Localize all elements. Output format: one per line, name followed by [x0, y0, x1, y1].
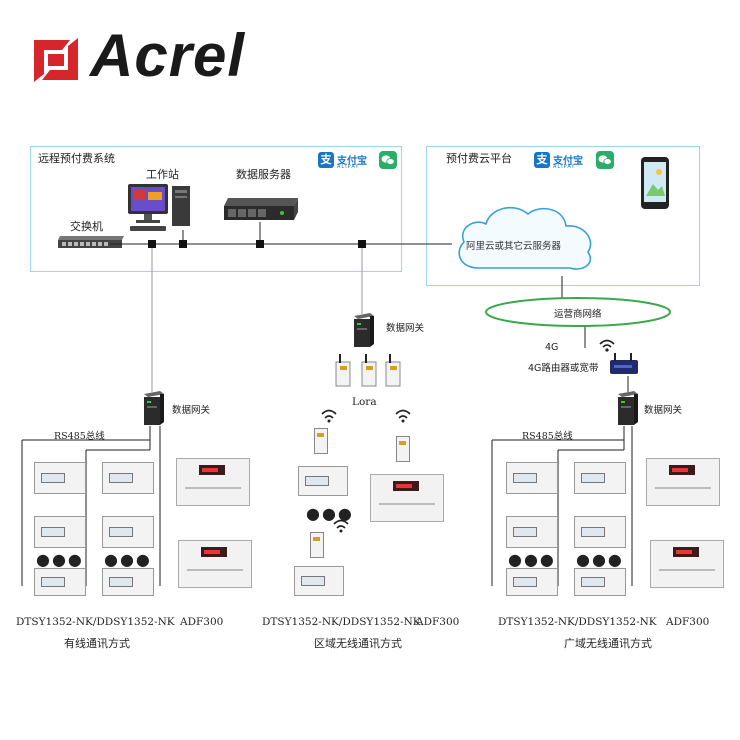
alipay-text: 支付宝: [337, 156, 367, 167]
rs485-label-left: RS485总线: [54, 431, 105, 442]
data-server-label: 数据服务器: [236, 168, 291, 181]
adf300-cabinet: [178, 540, 252, 588]
alipay-logo-right: 支 支付宝 ALIPAY: [534, 150, 594, 174]
data-server-icon: [224, 198, 298, 220]
meter-group-right-a: ●●●: [506, 462, 558, 596]
cabinet-label-left: ADF300: [180, 616, 224, 628]
meter-device: [574, 516, 626, 548]
wechat-pay-icon: [379, 151, 397, 169]
cabinet-label-middle: ADF300: [416, 616, 460, 628]
meter-device: [102, 516, 154, 548]
meter-device: [102, 568, 154, 596]
adf300-cabinet: [370, 474, 444, 522]
workstation-label: 工作站: [146, 168, 179, 181]
mode-label-local-wireless: 区域无线通讯方式: [314, 637, 402, 650]
adf300-cabinet: [176, 458, 250, 506]
wireless-module: [314, 428, 328, 454]
ellipsis-dots: ●●●: [508, 550, 556, 569]
meter-models-right: DTSY1352-NK/DDSY1352-NK: [498, 616, 657, 628]
meter-device: [574, 568, 626, 596]
meter-device: [506, 462, 558, 494]
acrel-logo: Acrel: [30, 26, 280, 86]
meter-group-left-b: ●●●: [102, 462, 154, 596]
wireless-module: [396, 436, 410, 462]
carrier-ring: [485, 297, 671, 327]
4g-label: 4G: [545, 342, 559, 353]
cabinet-label-right: ADF300: [666, 616, 710, 628]
alipay-icon: 支: [318, 152, 334, 168]
ellipsis-dots: ●●●: [576, 550, 624, 569]
ellipsis-dots: ●●●: [36, 550, 84, 569]
lora-label: Lora: [352, 396, 377, 408]
meter-device: [34, 516, 86, 548]
mode-label-wired: 有线通讯方式: [64, 637, 130, 650]
meter-device: [34, 568, 86, 596]
meter-device: [102, 462, 154, 494]
meter-device: [298, 466, 348, 496]
prepaid-cloud-title: 预付费云平台: [446, 152, 512, 165]
gateway-label-lora: 数据网关: [386, 323, 425, 334]
meter-device: [574, 462, 626, 494]
wifi-icon: [599, 339, 615, 352]
tablet-icon: [641, 157, 669, 209]
wireless-module: [310, 532, 324, 558]
meter-device: [506, 568, 558, 596]
switch-icon: [58, 236, 124, 248]
switch-label: 交换机: [70, 220, 103, 233]
cloud-server-label: 阿里云或其它云服务器: [466, 241, 562, 252]
rs485-label-right: RS485总线: [522, 431, 573, 442]
meter-device: [294, 566, 344, 596]
meter-models-left: DTSY1352-NK/DDSY1352-NK: [16, 616, 175, 628]
lora-modules-icon: [335, 354, 401, 387]
meter-models-middle: DTSY1352-NK/DDSY1352-NK: [262, 616, 421, 628]
router-label: 4G路由器或宽带: [528, 363, 599, 374]
cloud-icon: [458, 206, 592, 270]
acrel-logo-mark: [34, 38, 78, 82]
ellipsis-dots: ●●●: [104, 550, 152, 569]
brand-name: Acrel: [90, 22, 246, 89]
meter-group-right-b: ●●●: [574, 462, 626, 596]
carrier-network-label: 运营商网络: [554, 309, 602, 320]
mode-label-wide-wireless: 广域无线通讯方式: [564, 637, 652, 650]
4g-router-icon: [610, 353, 638, 374]
meter-device: [506, 516, 558, 548]
gateway-icon-lora: [354, 313, 374, 347]
remote-prepaid-title: 远程预付费系统: [38, 152, 115, 165]
meter-device: [34, 462, 86, 494]
alipay-en-text: ALIPAY: [553, 164, 576, 170]
remote-prepaid-panel: [30, 146, 402, 272]
alipay-en-text: ALIPAY: [337, 164, 360, 170]
alipay-logo-left: 支 支付宝 ALIPAY: [318, 150, 378, 174]
adf300-cabinet: [650, 540, 724, 588]
workstation-icon: [128, 184, 190, 231]
gateway-label-right: 数据网关: [644, 405, 683, 416]
adf300-cabinet: [646, 458, 720, 506]
gateway-icon-left: [144, 391, 164, 425]
wechat-pay-icon: [596, 151, 614, 169]
alipay-icon: 支: [534, 152, 550, 168]
alipay-text: 支付宝: [553, 156, 583, 167]
gateway-icon-right: [618, 391, 638, 425]
meter-group-left-a: ●●●: [34, 462, 86, 596]
ellipsis-dots: ●●●: [306, 504, 354, 523]
gateway-label-left: 数据网关: [172, 405, 211, 416]
